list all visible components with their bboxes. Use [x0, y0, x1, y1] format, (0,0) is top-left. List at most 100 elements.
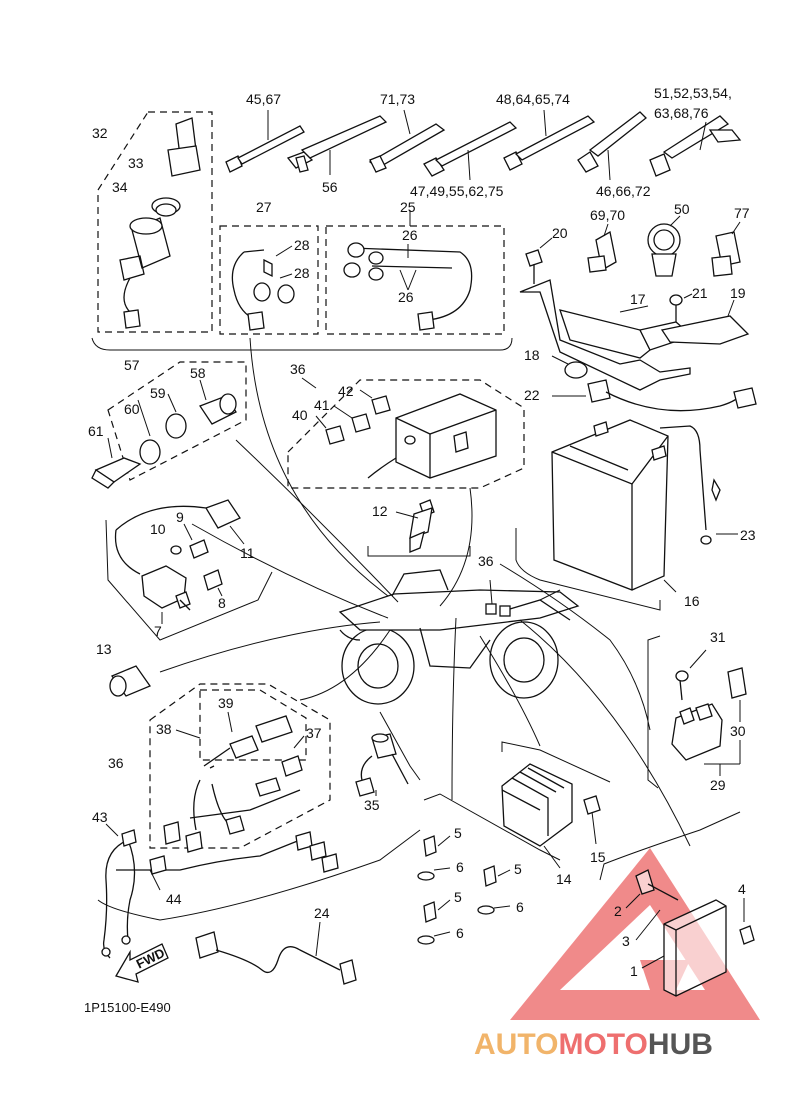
- group-box-25: [325, 225, 505, 335]
- callout-34: 34: [112, 179, 128, 195]
- clip-50: [647, 215, 681, 277]
- callout-39: 39: [218, 695, 234, 711]
- callout-29: 29: [710, 777, 726, 793]
- callout-69-70: 69,70: [590, 207, 625, 223]
- lead-wire-27: [231, 245, 295, 331]
- callout-23: 23: [740, 527, 756, 543]
- bolts-5-6: [417, 835, 511, 945]
- group-box-36-harness: [149, 683, 331, 849]
- callout-3: 3: [622, 933, 630, 949]
- watermark-text: AUTOMOTOHUB: [474, 1028, 713, 1061]
- callout-60: 60: [124, 401, 140, 417]
- fuse-box-36: [301, 377, 497, 479]
- coil-bracket-line: [105, 519, 273, 641]
- fwd-label: FWD: [134, 945, 167, 971]
- clip-77: [711, 221, 741, 277]
- callout-1: 1: [630, 963, 638, 979]
- callout-labels: 32 33 34 45,67 71,73 48,64,65,74 51,52,5…: [88, 85, 756, 979]
- callout-18: 18: [524, 347, 540, 363]
- callout-32: 32: [92, 125, 108, 141]
- atv-vehicle: [338, 569, 580, 705]
- callout-10: 10: [150, 521, 166, 537]
- group-box-38: [199, 689, 307, 761]
- callout-21: 21: [692, 285, 708, 301]
- callout-42: 42: [338, 383, 354, 399]
- bracket-line-top: [91, 337, 513, 351]
- callout-15: 15: [590, 849, 606, 865]
- spark-plug-12: [367, 499, 471, 557]
- callout-5-b: 5: [514, 861, 522, 877]
- callout-28-a: 28: [294, 237, 310, 253]
- wire-harness-36: [163, 711, 305, 853]
- callout-5-c: 5: [454, 889, 462, 905]
- cdi-unit-1: [625, 869, 755, 997]
- battery-band-22: [552, 379, 757, 412]
- clamp-51: [649, 115, 742, 177]
- callout-16: 16: [684, 593, 700, 609]
- sensor-13: [109, 665, 151, 697]
- callout-26-a: 26: [402, 227, 418, 243]
- relay-29: [671, 649, 747, 776]
- callout-4: 4: [738, 881, 746, 897]
- clamp-46: [577, 111, 647, 181]
- bolt-21: [669, 293, 693, 322]
- group-box-36-fuse: [287, 379, 525, 489]
- callout-20: 20: [552, 225, 568, 241]
- group-box-27: [219, 225, 319, 335]
- callout-44: 44: [166, 891, 182, 907]
- callout-50: 50: [674, 201, 690, 217]
- cable-23: [659, 425, 738, 545]
- wire-harness-43-44: [97, 823, 421, 959]
- callout-43: 43: [92, 809, 108, 825]
- callout-31: 31: [710, 629, 726, 645]
- callout-58: 58: [190, 365, 206, 381]
- callout-25: 25: [400, 199, 416, 215]
- ignition-coil-7: [141, 565, 191, 624]
- callout-5-a: 5: [454, 825, 462, 841]
- callout-2: 2: [614, 903, 622, 919]
- callout-27: 27: [256, 199, 272, 215]
- callout-56: 56: [322, 179, 338, 195]
- callout-17: 17: [630, 291, 646, 307]
- callout-12: 12: [372, 503, 388, 519]
- fuses-40-41-42: [315, 389, 391, 445]
- callout-61: 61: [88, 423, 104, 439]
- callout-13: 13: [96, 641, 112, 657]
- main-switch-assembly: [119, 117, 201, 329]
- callout-46-66-72: 46,66,72: [596, 183, 651, 199]
- leader-lines: [159, 337, 691, 847]
- callout-6-c: 6: [456, 925, 464, 941]
- callout-7: 7: [154, 623, 162, 639]
- damper-18: [551, 355, 588, 379]
- lead-wire-25: [343, 210, 473, 331]
- callout-9: 9: [176, 509, 184, 525]
- callout-48-64-65-74: 48,64,65,74: [496, 91, 570, 107]
- socket-assembly-57: [91, 379, 237, 489]
- callout-63-68-76: 63,68,76: [654, 105, 709, 121]
- fwd-arrow: [115, 943, 169, 983]
- battery-16: [551, 419, 677, 593]
- callout-45-67: 45,67: [246, 91, 281, 107]
- callout-28-b: 28: [294, 265, 310, 281]
- callout-8: 8: [218, 595, 226, 611]
- band-71-73: [286, 109, 446, 175]
- callout-36-c: 36: [108, 755, 124, 771]
- bolt-9-10-8: [170, 523, 223, 597]
- bracket-line-cdi: [599, 811, 741, 881]
- callout-51-54: 51,52,53,54,: [654, 85, 732, 101]
- callout-59: 59: [150, 385, 166, 401]
- callout-6-a: 6: [456, 859, 464, 875]
- callout-37: 37: [306, 725, 322, 741]
- callout-14: 14: [556, 871, 572, 887]
- bracket-line-battery: [515, 528, 661, 611]
- bracket-19: [660, 299, 750, 345]
- rectifier-14: [501, 763, 601, 869]
- cable-tie-45-67: [225, 110, 305, 173]
- callout-47-49-55-62-75: 47,49,55,62,75: [410, 183, 504, 199]
- callout-35: 35: [364, 797, 380, 813]
- callout-6-b: 6: [516, 899, 524, 915]
- cable-24: [195, 921, 357, 985]
- callout-38: 38: [156, 721, 172, 737]
- callout-41: 41: [314, 397, 330, 413]
